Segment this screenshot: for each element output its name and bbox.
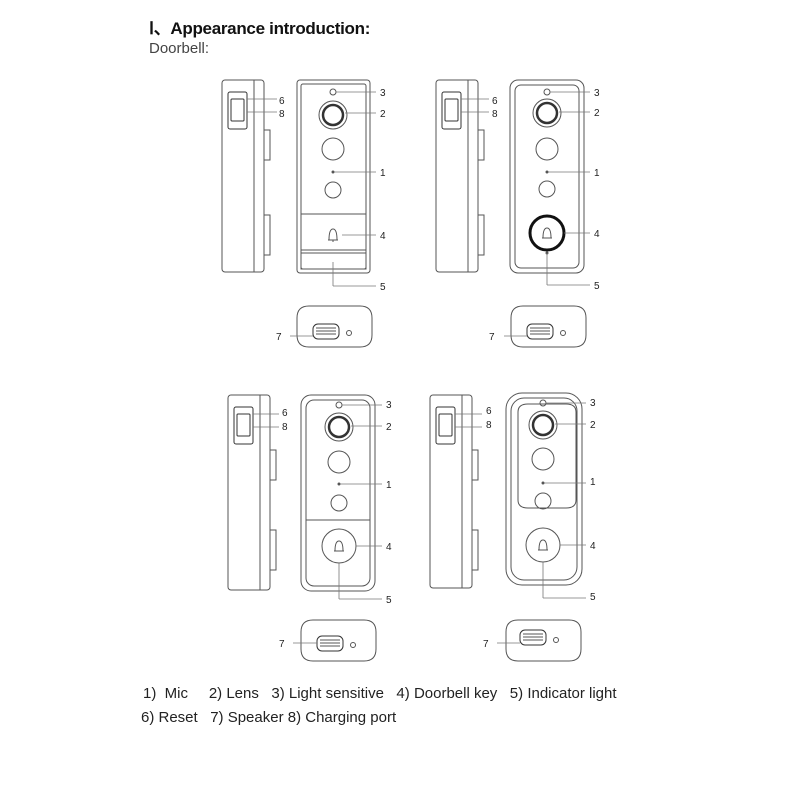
callout-5: 5 [594, 281, 600, 292]
callout-6: 6 [279, 96, 285, 107]
callout-7: 7 [276, 332, 282, 343]
callout-6: 6 [486, 406, 492, 417]
callout-3: 3 [386, 400, 392, 411]
model-b-leader-lines [461, 91, 590, 337]
callout-7: 7 [279, 639, 285, 650]
model-d-leader-lines [455, 402, 586, 644]
callout-2: 2 [594, 108, 600, 119]
model-a-bottom-view [296, 305, 373, 348]
legend-line-2: 6) Reset 7) Speaker 8) Charging port [141, 709, 397, 726]
model-c: 6 8 3 2 1 4 5 7 [227, 394, 392, 662]
model-c-callout-labels: 6 8 3 2 1 4 5 7 [279, 400, 392, 650]
model-d-side-view [429, 394, 479, 589]
callout-1: 1 [590, 477, 596, 488]
callout-2: 2 [590, 420, 596, 431]
callout-1: 1 [386, 480, 392, 491]
model-b-front-view [509, 79, 585, 274]
callout-3: 3 [380, 88, 386, 99]
callout-1: 1 [594, 168, 600, 179]
model-c-bottom-view [300, 619, 377, 662]
model-c-leader-lines [253, 404, 382, 644]
model-a-side-view [221, 79, 271, 273]
model-a-callout-labels: 6 8 3 2 1 4 5 7 [276, 88, 386, 343]
model-d-bottom-view [505, 619, 582, 662]
model-b: 6 8 3 2 1 4 5 7 [435, 79, 600, 348]
model-c-side-view [227, 394, 277, 591]
callout-8: 8 [279, 109, 285, 120]
callout-7: 7 [483, 639, 489, 650]
section-heading: Ⅰ、Appearance introduction: [149, 19, 371, 38]
model-d-front-view [505, 392, 583, 586]
callout-5: 5 [380, 282, 386, 293]
model-a-leader-lines [247, 91, 376, 337]
legend-line-1: 1) Mic 2) Lens 3) Light sensitive 4) Doo… [143, 685, 617, 702]
model-d: 6 8 3 2 1 4 5 7 [429, 392, 596, 662]
model-d-callout-labels: 6 8 3 2 1 4 5 7 [483, 398, 596, 650]
callout-4: 4 [380, 231, 386, 242]
callout-2: 2 [386, 422, 392, 433]
callout-7: 7 [489, 332, 495, 343]
callout-8: 8 [486, 420, 492, 431]
callout-3: 3 [594, 88, 600, 99]
callout-6: 6 [492, 96, 498, 107]
model-a-front-view [296, 79, 371, 274]
callout-4: 4 [590, 541, 596, 552]
model-b-bottom-view [510, 305, 587, 348]
callout-2: 2 [380, 109, 386, 120]
model-a: 6 8 3 2 1 4 5 7 [221, 79, 386, 348]
callout-5: 5 [386, 595, 392, 606]
callout-6: 6 [282, 408, 288, 419]
callout-1: 1 [380, 168, 386, 179]
callout-8: 8 [492, 109, 498, 120]
model-b-side-view [435, 79, 485, 273]
model-c-front-view [300, 394, 376, 592]
callout-3: 3 [590, 398, 596, 409]
model-b-callout-labels: 6 8 3 2 1 4 5 7 [489, 88, 600, 343]
callout-8: 8 [282, 422, 288, 433]
section-subheading: Doorbell: [149, 40, 210, 57]
callout-4: 4 [594, 229, 600, 240]
callout-5: 5 [590, 592, 596, 603]
callout-4: 4 [386, 542, 392, 553]
